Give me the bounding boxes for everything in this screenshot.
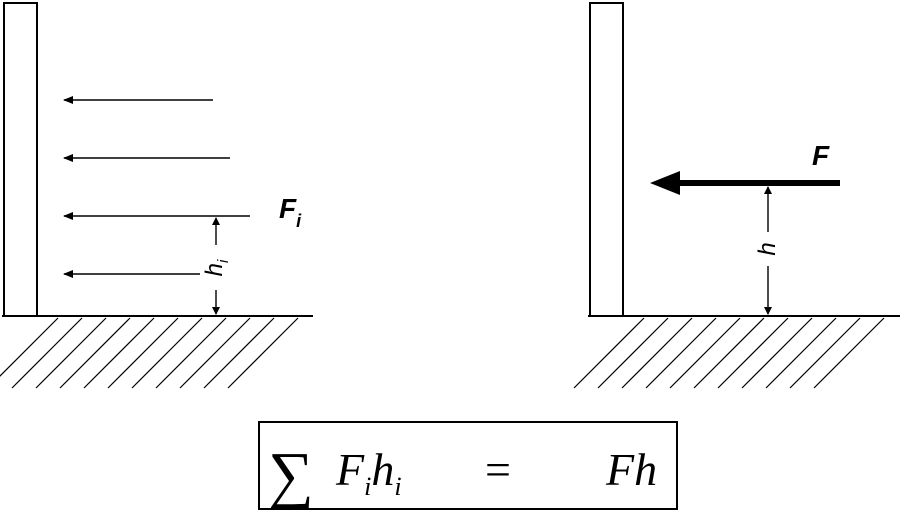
hatch-line (597, 317, 669, 389)
hatch-line (11, 317, 83, 389)
hatch-line (203, 317, 275, 389)
hatch-line (669, 317, 741, 389)
equation-box: ∑ Fihi = Fh (258, 421, 678, 510)
equation-frame (258, 421, 678, 510)
svg-text:h: h (754, 242, 781, 255)
fi-label: Fi (279, 193, 302, 231)
sigma-symbol: ∑ (268, 439, 314, 510)
hatch-line (131, 317, 203, 389)
hatch-line (621, 317, 693, 389)
left-ground-hatch (0, 317, 299, 389)
hatch-line (107, 317, 179, 389)
hatch-line (573, 317, 645, 389)
f-label: F (812, 140, 830, 171)
hatch-line (179, 317, 251, 389)
equals-sign: = (485, 444, 511, 495)
hatch-line (35, 317, 107, 389)
hatch-line (765, 317, 837, 389)
hatch-line (741, 317, 813, 389)
hatch-line (645, 317, 717, 389)
svg-text:hi: hi (201, 259, 232, 276)
right-ground-hatch (573, 317, 885, 389)
left-wall (3, 2, 38, 317)
hatch-line (155, 317, 227, 389)
right-wall (589, 2, 624, 317)
hi-label: hi (201, 259, 232, 276)
h-label: h (754, 242, 781, 255)
hatch-line (83, 317, 155, 389)
hatch-line (813, 317, 885, 389)
hatch-line (693, 317, 765, 389)
hatch-line (789, 317, 861, 389)
hatch-line (227, 317, 299, 389)
hatch-line (0, 317, 59, 377)
left-panel: hi Fi (0, 2, 313, 389)
resultant-force-arrowhead (650, 171, 680, 195)
hatch-line (717, 317, 789, 389)
right-panel: h F (573, 2, 900, 389)
hatch-line (59, 317, 131, 389)
lhs-term: Fihi (335, 444, 402, 501)
rhs-term: Fh (605, 444, 657, 495)
